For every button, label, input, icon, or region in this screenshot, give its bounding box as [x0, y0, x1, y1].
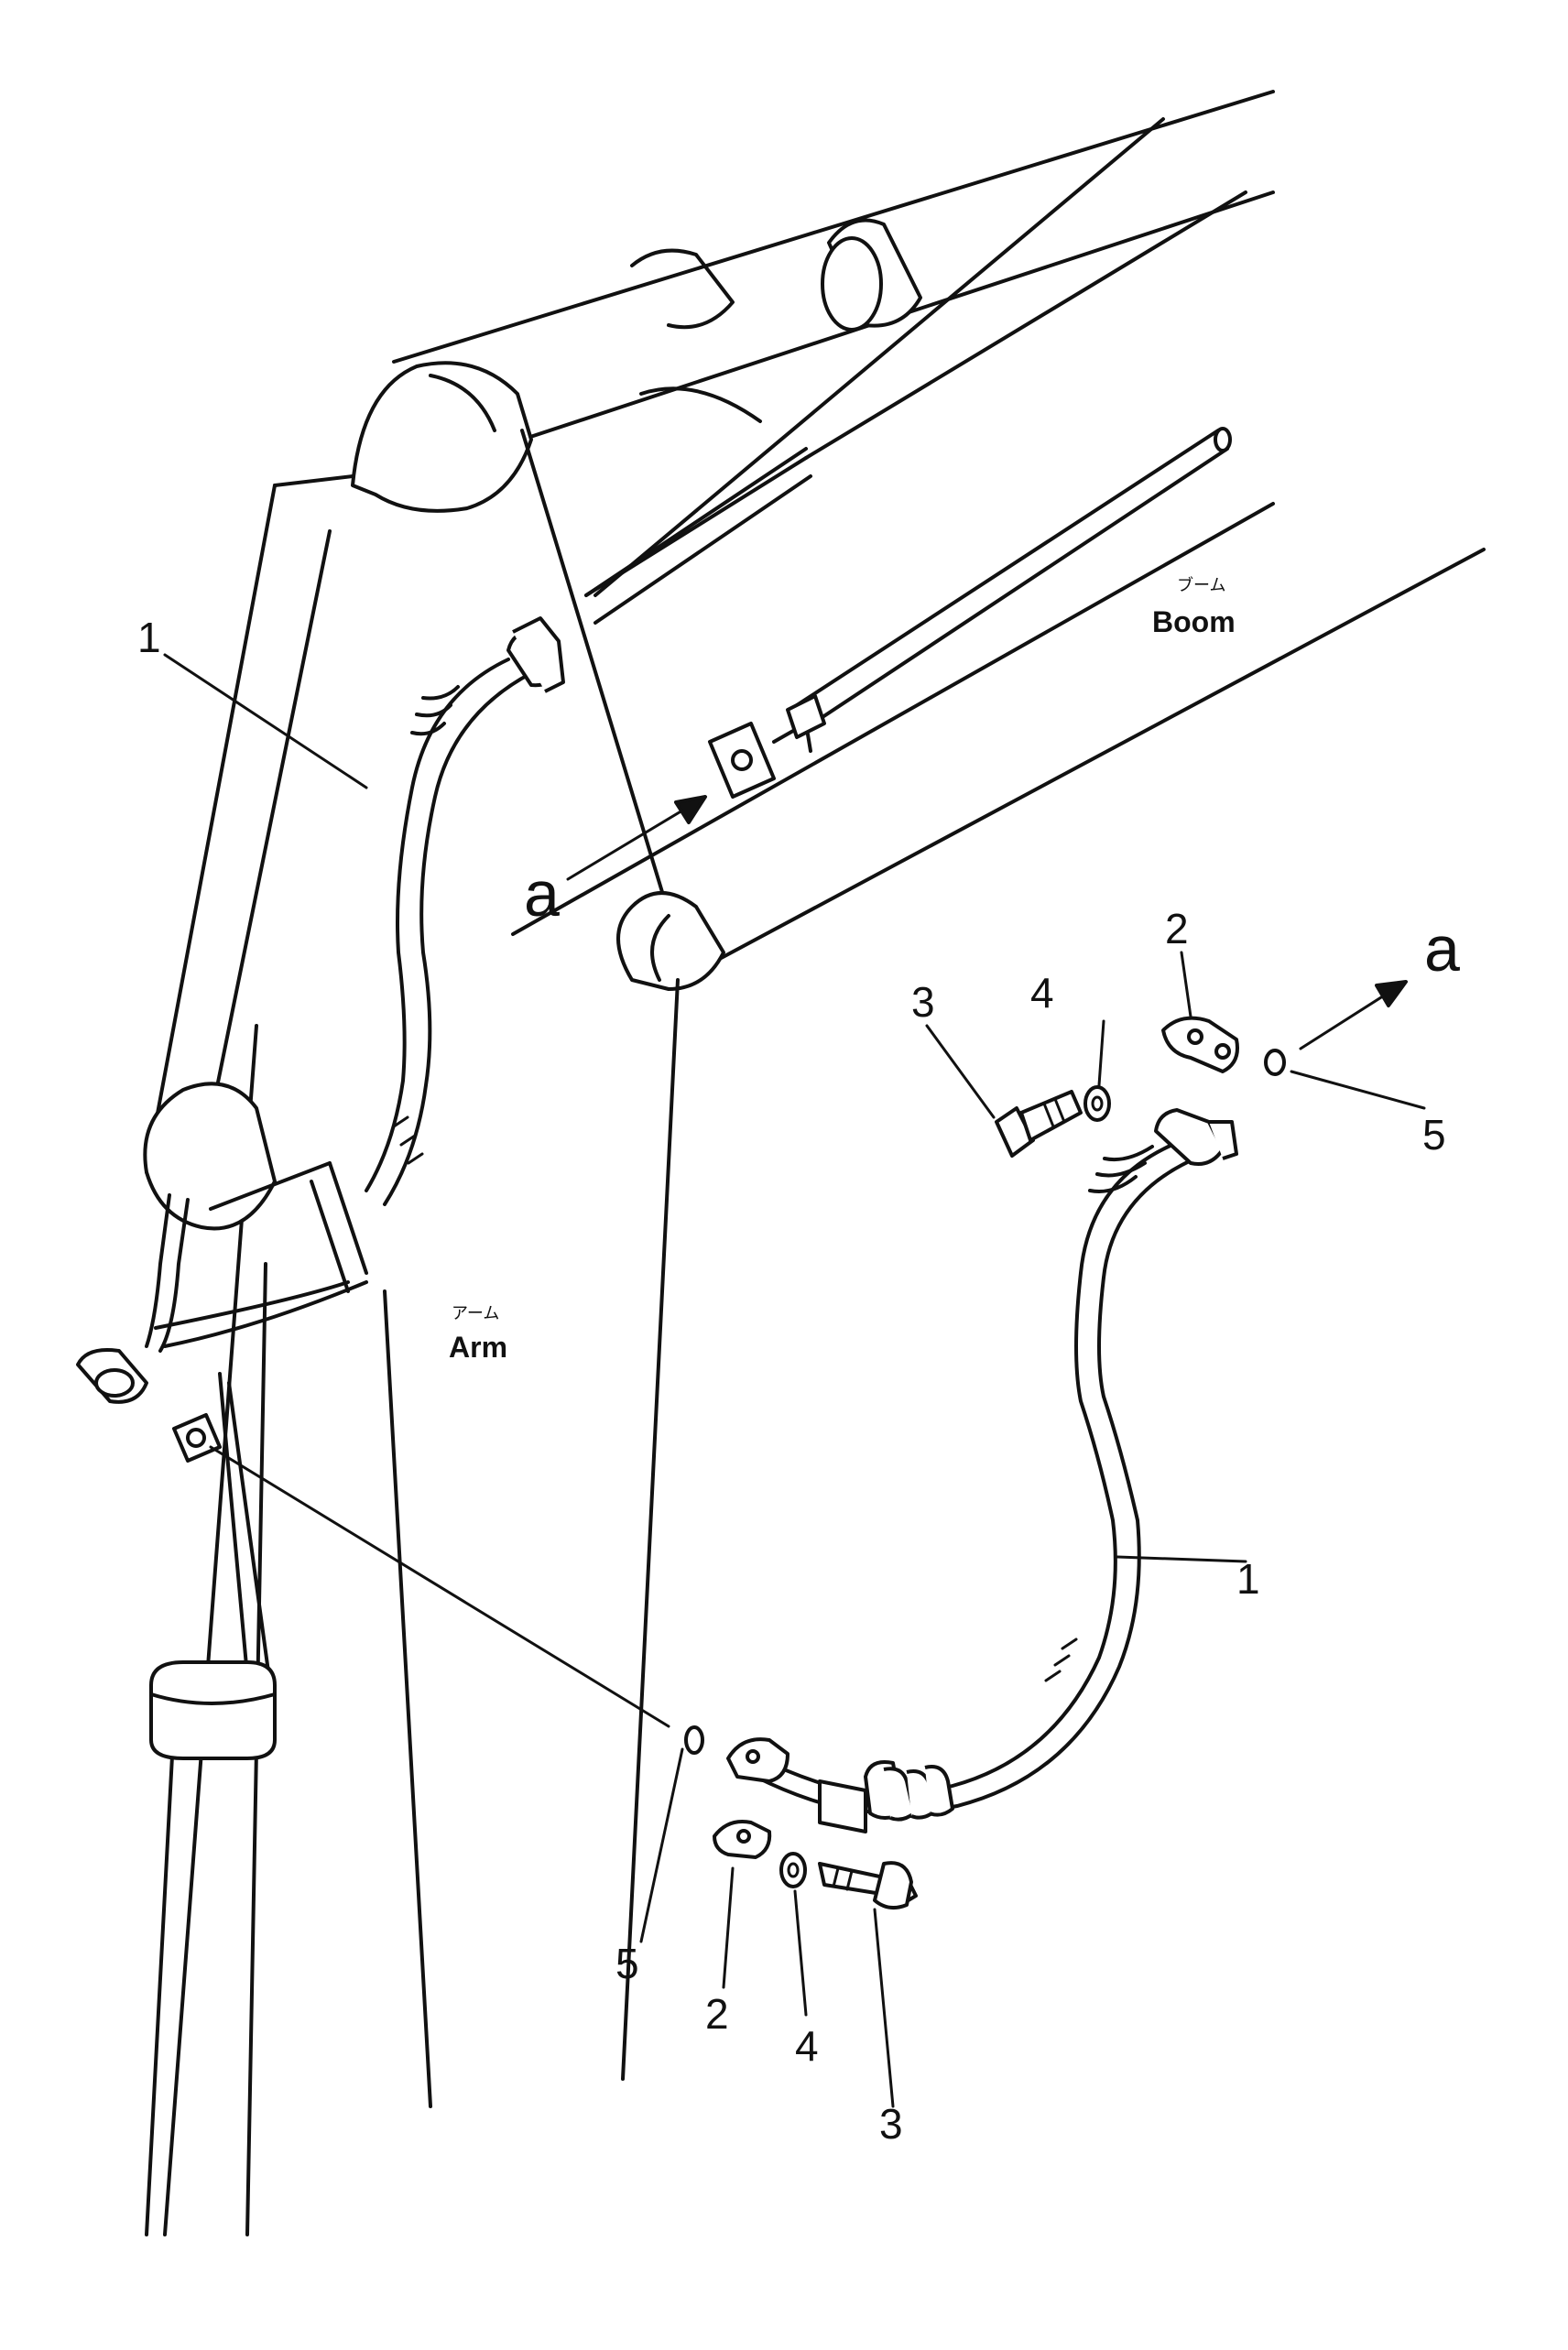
boom-head-bracket [273, 361, 680, 945]
washer-bottom [779, 1852, 807, 1888]
callout-bolt-top: 3 [911, 978, 935, 1026]
callout-washer-top: 4 [1030, 969, 1054, 1017]
washer-top [1083, 1085, 1111, 1122]
oring-parts [684, 1049, 1286, 1755]
boom-frame [511, 117, 1486, 991]
callout-hose-top: 1 [137, 614, 161, 661]
view-a-label-left: a [524, 858, 560, 930]
oring-bottom [684, 1725, 704, 1755]
callout-hose-bottom: 1 [1236, 1555, 1260, 1603]
hose-exploded [754, 1108, 1238, 1833]
callout-clamp-top: 2 [1165, 905, 1189, 952]
leader-lines [163, 653, 1426, 2108]
arm-kana-label: アーム [452, 1304, 499, 1322]
arm-label: Arm [449, 1331, 507, 1364]
bolt-parts [818, 1090, 1083, 1910]
callout-oring-bottom: 5 [615, 1940, 639, 1987]
callout-oring-top: 5 [1422, 1111, 1446, 1159]
arm-bracket-pipe [76, 1193, 222, 1463]
boom-flange [708, 694, 826, 799]
callout-washer-bottom: 4 [795, 2022, 819, 2070]
oring-top [1264, 1049, 1286, 1076]
view-arrows [566, 795, 1408, 1050]
callout-clamp-bottom: 2 [705, 1990, 729, 2038]
clamp-parts [713, 1016, 1239, 1859]
boom-pipe [584, 427, 1232, 730]
hose-installed [365, 616, 565, 1206]
arm-body [143, 484, 680, 2236]
boom-cylinder [392, 90, 1275, 441]
boom-label: Boom [1152, 605, 1236, 638]
washer-parts [779, 1085, 1111, 1888]
boom-kana-label: ブーム [1177, 575, 1225, 594]
view-a-label-right: a [1424, 913, 1460, 985]
callout-bolt-bottom: 3 [879, 2100, 903, 2148]
